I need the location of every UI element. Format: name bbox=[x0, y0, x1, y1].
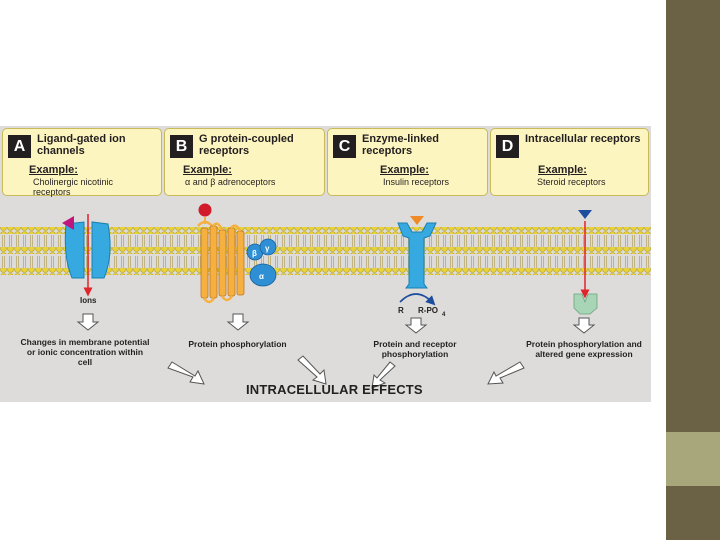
panel-letter: C bbox=[333, 135, 356, 158]
example-text: Steroid receptors bbox=[537, 177, 606, 187]
alpha-label: α bbox=[259, 272, 264, 281]
panel-a: A Ligand-gated ion channels Example: Cho… bbox=[2, 128, 162, 197]
receptor-figure: A Ligand-gated ion channels Example: Cho… bbox=[0, 126, 651, 402]
slide-side-bar-accent bbox=[666, 432, 720, 486]
effect-b: Protein phosphorylation bbox=[188, 339, 287, 349]
panel-title: G protein-coupled receptors bbox=[199, 133, 294, 157]
ions-label: Ions bbox=[80, 296, 97, 305]
panel-letter: B bbox=[170, 135, 193, 158]
intracellular-receptor-icon bbox=[573, 210, 598, 315]
enzyme-receptor-icon bbox=[397, 216, 437, 306]
converge-arrow-icon bbox=[167, 355, 525, 389]
panel-letter: D bbox=[496, 135, 519, 158]
panel-c: C Enzyme-linked receptors Example: Insul… bbox=[327, 128, 488, 196]
example-text: Cholinergic nicotinic receptors bbox=[33, 177, 114, 197]
r-label: R bbox=[398, 306, 404, 315]
effect-c: Protein and receptor phosphorylation bbox=[373, 339, 457, 359]
membrane-illustration: β γ α R R-PO 4 bbox=[0, 203, 651, 389]
example-label: Example: bbox=[29, 164, 78, 176]
effect-d: Protein phosphorylation and altered gene… bbox=[526, 339, 642, 359]
panel-letter: A bbox=[8, 135, 31, 158]
down-arrow-icon bbox=[76, 313, 596, 334]
beta-label: β bbox=[252, 249, 257, 258]
po4-subscript: 4 bbox=[442, 312, 446, 318]
r-po4-label: R-PO bbox=[418, 306, 438, 315]
example-label: Example: bbox=[538, 164, 587, 176]
panel-b: B G protein-coupled receptors Example: α… bbox=[164, 128, 325, 196]
example-text: Insulin receptors bbox=[383, 177, 450, 187]
example-label: Example: bbox=[380, 164, 429, 176]
panel-title: Enzyme-linked receptors bbox=[362, 133, 440, 157]
lipid-bilayer bbox=[0, 227, 651, 275]
gpcr-receptor-icon bbox=[197, 203, 277, 304]
panel-title: Ligand-gated ion channels bbox=[37, 133, 126, 157]
ion-channel-icon bbox=[62, 214, 111, 297]
panel-title: Intracellular receptors bbox=[525, 133, 641, 145]
intracellular-effects-title: INTRACELLULAR EFFECTS bbox=[246, 382, 423, 397]
gamma-label: γ bbox=[265, 244, 270, 253]
example-text: α and β adrenoceptors bbox=[185, 177, 276, 187]
effect-a: Changes in membrane potential or ionic c… bbox=[20, 337, 150, 367]
panel-d: D Intracellular receptors Example: Stero… bbox=[490, 128, 649, 196]
example-label: Example: bbox=[183, 164, 232, 176]
